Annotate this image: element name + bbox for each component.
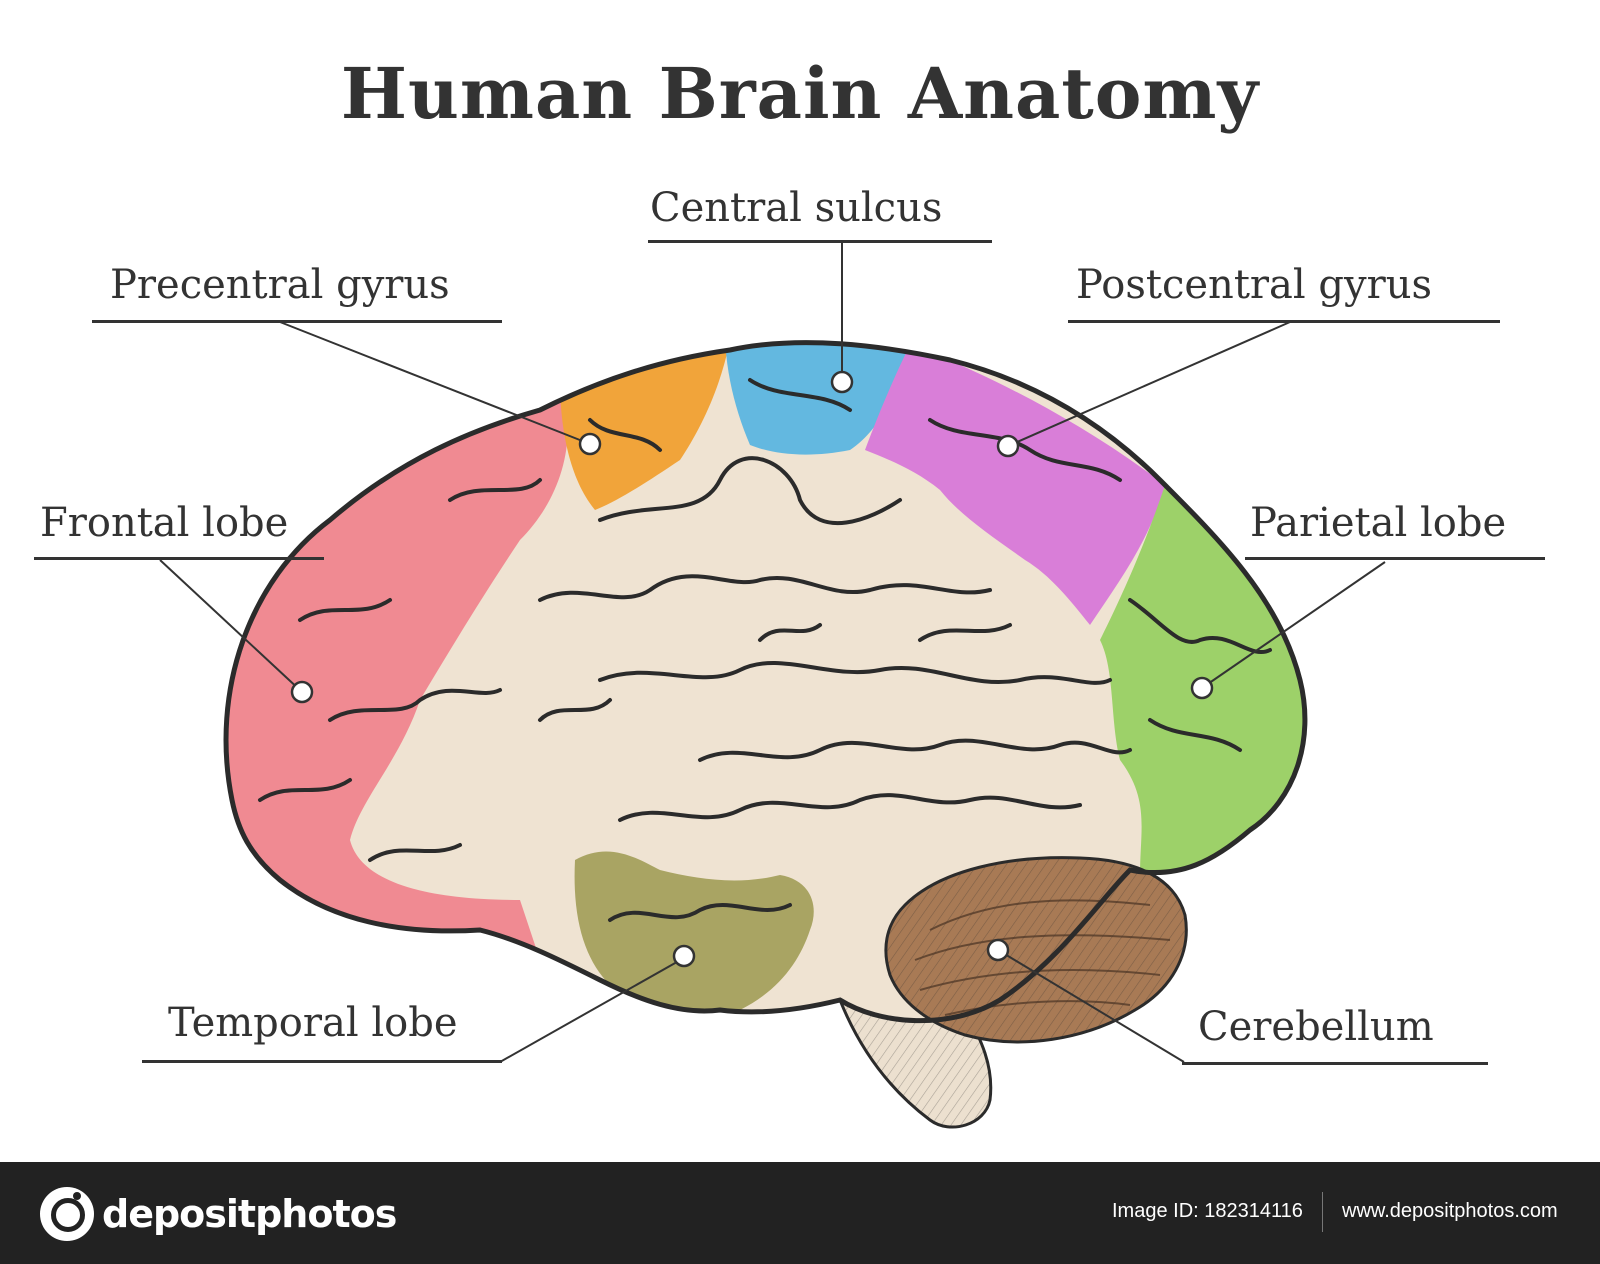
- leader-temporal-lobe: [499, 957, 685, 1063]
- label-temporal-lobe: Temporal lobe: [168, 1000, 458, 1046]
- temporal-lobe-region: [574, 851, 814, 1012]
- camera-lens-icon: [40, 1187, 94, 1241]
- label-central-sulcus: Central sulcus: [650, 185, 943, 231]
- dot-parietal-lobe: [1190, 676, 1214, 700]
- leader-frontal-lobe: [159, 559, 303, 693]
- leader-cerebellum: [997, 949, 1185, 1063]
- footer-logo[interactable]: depositphotos: [40, 1186, 397, 1242]
- leader-parietal-lobe: [1201, 561, 1386, 689]
- label-precentral-gyrus: Precentral gyrus: [110, 262, 450, 308]
- label-parietal-lobe: Parietal lobe: [1250, 500, 1507, 546]
- dot-central-sulcus: [830, 370, 854, 394]
- underline-postcentral-gyrus: [1068, 320, 1500, 323]
- cerebellum-striations: [914, 899, 1171, 1016]
- image-id: Image ID: 182314116: [1112, 1200, 1303, 1222]
- watermark-footer: depositphotos Image ID: 182314116 www.de…: [0, 1162, 1600, 1264]
- leader-lines: [159, 242, 1386, 1063]
- dot-temporal-lobe: [672, 944, 696, 968]
- postcentral-gyrus-region: [865, 345, 1165, 625]
- diagram-canvas: Human Brain Anatomy: [34, 52, 1545, 1129]
- underline-cerebellum: [1182, 1062, 1488, 1065]
- site-link[interactable]: www.depositphotos.com: [1342, 1200, 1558, 1222]
- underline-parietal-lobe: [1245, 557, 1545, 560]
- dot-postcentral-gyrus: [996, 434, 1020, 458]
- cerebellum-hatching: [885, 857, 1187, 1042]
- underline-central-sulcus: [648, 240, 992, 243]
- footer-logo-text: depositphotos: [102, 1192, 397, 1236]
- dot-precentral-gyrus: [578, 432, 602, 456]
- underline-precentral-gyrus: [92, 320, 502, 323]
- dot-frontal-lobe: [290, 680, 314, 704]
- leader-postcentral-gyrus: [1007, 321, 1291, 447]
- gyri-folds: [258, 378, 1272, 922]
- label-postcentral-gyrus: Postcentral gyrus: [1076, 262, 1432, 308]
- cerebrum-outline: [223, 340, 1308, 1024]
- underline-frontal-lobe: [34, 557, 324, 560]
- leader-precentral-gyrus: [279, 321, 591, 445]
- label-cerebellum: Cerebellum: [1198, 1004, 1434, 1050]
- underline-temporal-lobe: [142, 1060, 502, 1063]
- diagram-title: Human Brain Anatomy: [340, 52, 1260, 135]
- central-sulcus-region: [725, 342, 910, 455]
- dot-cerebellum: [986, 938, 1010, 962]
- footer-divider: [1322, 1192, 1323, 1232]
- label-frontal-lobe: Frontal lobe: [40, 500, 289, 546]
- marker-dots: [290, 370, 1214, 968]
- brain-illustration: [159, 242, 1386, 1129]
